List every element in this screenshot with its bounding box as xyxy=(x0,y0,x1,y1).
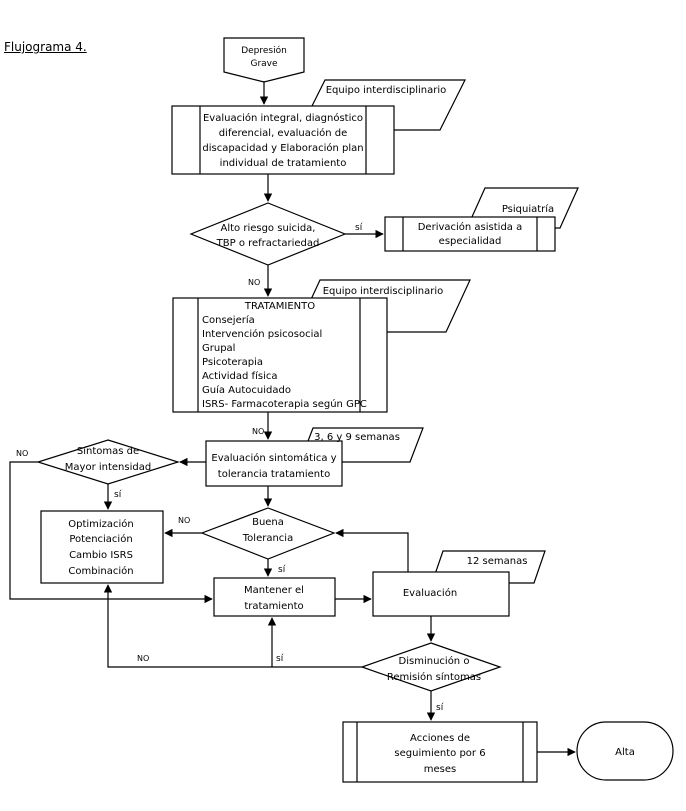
eval-sint-line-2: tolerancia tratamiento xyxy=(218,469,330,480)
acciones-line-3: meses xyxy=(424,764,456,775)
optimizacion-line: Optimización xyxy=(68,518,134,530)
derivacion-shape xyxy=(384,216,556,252)
disminucion-line-2: Remisión síntomas xyxy=(387,671,481,683)
evaluacion-label: Evaluación xyxy=(403,587,457,599)
riesgo-diamond xyxy=(189,202,347,266)
tratamiento-title: TRATAMIENTO xyxy=(244,301,315,312)
disminucion-diamond xyxy=(360,642,502,692)
mantener-line-1: Mantener el xyxy=(244,585,304,596)
equipo1-label: Equipo interdisciplinario xyxy=(326,85,447,96)
eval-sint-line-1: Evaluación sintomática y xyxy=(211,452,336,464)
acciones-line-1: Acciones de xyxy=(410,733,470,744)
semanas-369-label: 3, 6 y 9 semanas xyxy=(314,432,400,443)
tratamiento-item: ISRS- Farmacoterapia según GPC xyxy=(202,398,367,410)
optimizacion-line: Cambio ISRS xyxy=(69,550,133,561)
start-connector-shape xyxy=(223,37,305,83)
tratamiento-item: Psicoterapia xyxy=(202,357,263,368)
psiquiatria-label: Psiquiatría xyxy=(502,203,554,215)
tratamiento-item: Guía Autocuidado xyxy=(202,384,291,396)
optimizacion-line: Potenciación xyxy=(69,533,132,545)
edge-label-si: sí xyxy=(278,565,286,575)
disminucion-line-1: Disminución o xyxy=(399,655,470,667)
tratamiento-item: Actividad física xyxy=(202,370,277,382)
sintomas-line-2: Mayor intensidad xyxy=(65,462,151,473)
tratamiento-item: Intervención psicosocial xyxy=(202,328,322,340)
tratamiento-shape xyxy=(172,297,388,413)
derivacion-line-1: Derivación asistida a xyxy=(418,221,523,233)
sintomas-line-1: Síntomas de xyxy=(77,445,139,457)
buena-tol-line-2: Tolerancia xyxy=(242,533,293,544)
edge-label-si: sí xyxy=(355,223,363,233)
evaluacion-shape xyxy=(372,571,510,617)
eval-sint-shape xyxy=(205,440,343,487)
start-line-1: Depresión xyxy=(241,45,287,56)
edge-label-no: NO xyxy=(16,449,28,458)
edge-label-si: sí xyxy=(436,703,444,713)
alta-label: Alta xyxy=(615,747,635,758)
equipo2-label: Equipo interdisciplinario xyxy=(323,286,444,297)
mantener-line-2: tratamiento xyxy=(244,601,303,612)
edge-label-no: NO xyxy=(178,516,190,525)
optimizacion-line: Combinación xyxy=(68,565,133,577)
edge-label-no: NO xyxy=(137,654,149,663)
derivacion-line-2: especialidad xyxy=(439,236,502,247)
optimizacion-shape xyxy=(40,510,164,584)
edge-label-no: NO xyxy=(248,278,260,287)
eval-integral-line-2: diferencial, evaluación de xyxy=(219,127,348,139)
acciones-line-2: seguimiento por 6 xyxy=(394,748,485,759)
riesgo-line-2: TBP o refractariedad xyxy=(216,238,320,249)
eval-integral-line-4: individual de tratamiento xyxy=(220,158,347,169)
tratamiento-item: Consejería xyxy=(202,314,255,326)
eval-integral-shape xyxy=(171,105,395,175)
alta-shape xyxy=(576,721,674,781)
page-title: Flujograma 4. xyxy=(4,40,87,54)
edge-label-si: sí xyxy=(114,490,122,500)
tratamiento-item: Grupal xyxy=(202,343,235,354)
edge-label-si: sí xyxy=(276,654,284,664)
start-line-2: Grave xyxy=(250,59,278,69)
acciones-shape xyxy=(342,721,538,783)
semanas-12-label: 12 semanas xyxy=(467,556,528,567)
eval-integral-line-3: discapacidad y Elaboración plan xyxy=(202,142,363,154)
edge-label-no: NO xyxy=(252,427,264,436)
mantener-shape xyxy=(213,577,336,617)
eval-integral-line-1: Evaluación integral, diagnóstico xyxy=(203,112,363,124)
riesgo-line-1: Alto riesgo suicida, xyxy=(221,223,316,234)
buena-tol-line-1: Buena xyxy=(252,517,284,528)
